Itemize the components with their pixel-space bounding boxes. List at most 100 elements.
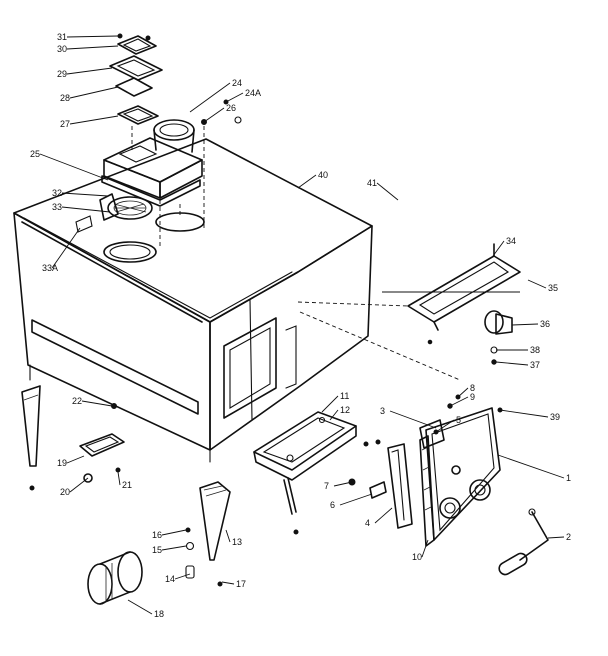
callout-label-3: 3: [380, 406, 385, 416]
legs-and-brackets: [21, 385, 231, 587]
callout-label-18: 18: [154, 609, 164, 619]
leader-line-14: [174, 573, 191, 580]
callout-18: 18: [127, 599, 164, 619]
callout-label-27: 27: [60, 119, 70, 129]
cabinet-body: [13, 138, 373, 463]
callout-10: 10: [412, 539, 429, 562]
leader-line-16: [161, 529, 187, 536]
callout-label-41: 41: [367, 178, 377, 188]
callout-13: 13: [225, 529, 242, 547]
callout-37: 37: [495, 360, 540, 370]
leader-line-17: [221, 581, 235, 585]
leader-line-24A: [225, 92, 244, 103]
callout-label-12: 12: [340, 405, 350, 415]
leader-line-33A: [51, 227, 81, 269]
callout-layer: 31302928272424A2625323333A40413435363837…: [30, 32, 571, 619]
leader-line-29: [66, 67, 113, 75]
callout-33: 33: [52, 202, 111, 213]
callout-label-28: 28: [60, 93, 70, 103]
callout-27: 27: [60, 115, 119, 129]
leader-line-41: [376, 182, 399, 201]
leader-line-33: [61, 206, 111, 213]
callout-1: 1: [497, 454, 571, 483]
leader-line-37: [495, 361, 529, 366]
leader-line-36: [511, 323, 539, 326]
callout-12: 12: [329, 405, 350, 421]
callout-label-10: 10: [412, 552, 422, 562]
hood-panel: [297, 243, 521, 381]
callout-label-7: 7: [324, 481, 329, 491]
leader-line-13: [225, 529, 231, 543]
callout-5: 5: [435, 415, 461, 433]
leader-line-2: [547, 536, 565, 539]
leader-line-28: [69, 86, 119, 99]
shaker-handle: [498, 508, 549, 576]
callout-label-14: 14: [165, 574, 175, 584]
callout-24A: 24A: [225, 88, 261, 103]
callout-label-2: 2: [566, 532, 571, 542]
callout-label-40: 40: [318, 170, 328, 180]
callout-39: 39: [499, 409, 560, 422]
callout-label-30: 30: [57, 44, 67, 54]
leader-line-39: [499, 409, 549, 418]
callout-32: 32: [52, 188, 109, 198]
callout-label-19: 19: [57, 458, 67, 468]
leader-line-8: [457, 387, 469, 398]
callout-15: 15: [152, 545, 187, 555]
callout-24: 24: [189, 78, 242, 113]
leader-line-21: [117, 471, 121, 486]
leader-line-10: [421, 539, 429, 558]
callout-label-37: 37: [530, 360, 540, 370]
callout-label-13: 13: [232, 537, 242, 547]
callout-label-33A: 33A: [42, 263, 58, 273]
leader-line-11: [321, 395, 339, 413]
leader-line-30: [66, 45, 119, 50]
callout-9: 9: [449, 392, 475, 407]
callout-label-31: 31: [57, 32, 67, 42]
callout-25: 25: [30, 149, 109, 181]
leader-line-25: [39, 153, 109, 181]
callout-19: 19: [57, 455, 85, 468]
leader-line-40: [297, 174, 317, 189]
callout-2: 2: [547, 532, 571, 542]
callout-17: 17: [221, 579, 246, 589]
callout-14: 14: [165, 573, 191, 584]
leader-line-18: [127, 599, 153, 615]
leader-line-24: [189, 82, 231, 113]
callout-3: 3: [380, 406, 437, 429]
callout-4: 4: [365, 507, 393, 528]
callout-label-34: 34: [506, 236, 516, 246]
callout-label-24A: 24A: [245, 88, 261, 98]
callout-label-39: 39: [550, 412, 560, 422]
callout-7: 7: [324, 481, 353, 491]
callout-label-8: 8: [470, 383, 475, 393]
callout-21: 21: [117, 471, 132, 490]
callout-label-32: 32: [52, 188, 62, 198]
leader-line-26: [203, 107, 225, 123]
pipe-collar: [87, 551, 143, 605]
callout-label-15: 15: [152, 545, 162, 555]
leader-line-19: [66, 455, 85, 464]
callout-36: 36: [511, 319, 550, 329]
leader-line-1: [497, 454, 565, 479]
callout-label-35: 35: [548, 283, 558, 293]
callout-22: 22: [72, 396, 113, 407]
callout-30: 30: [57, 44, 119, 54]
callout-41: 41: [367, 178, 399, 201]
leader-line-22: [81, 400, 113, 407]
leader-line-35: [527, 279, 547, 289]
leader-line-31: [66, 35, 119, 38]
leader-line-20: [69, 477, 89, 493]
leader-line-27: [69, 115, 119, 125]
top-vent-assembly: [75, 33, 242, 248]
callout-8: 8: [457, 383, 475, 398]
leader-line-5: [435, 419, 455, 433]
leader-line-3: [389, 410, 437, 429]
leader-line-32: [61, 192, 109, 197]
ash-pan: [253, 411, 357, 535]
front-door-assembly: [387, 394, 503, 547]
callout-label-6: 6: [330, 500, 335, 510]
callout-label-24: 24: [232, 78, 242, 88]
callout-label-5: 5: [456, 415, 461, 425]
